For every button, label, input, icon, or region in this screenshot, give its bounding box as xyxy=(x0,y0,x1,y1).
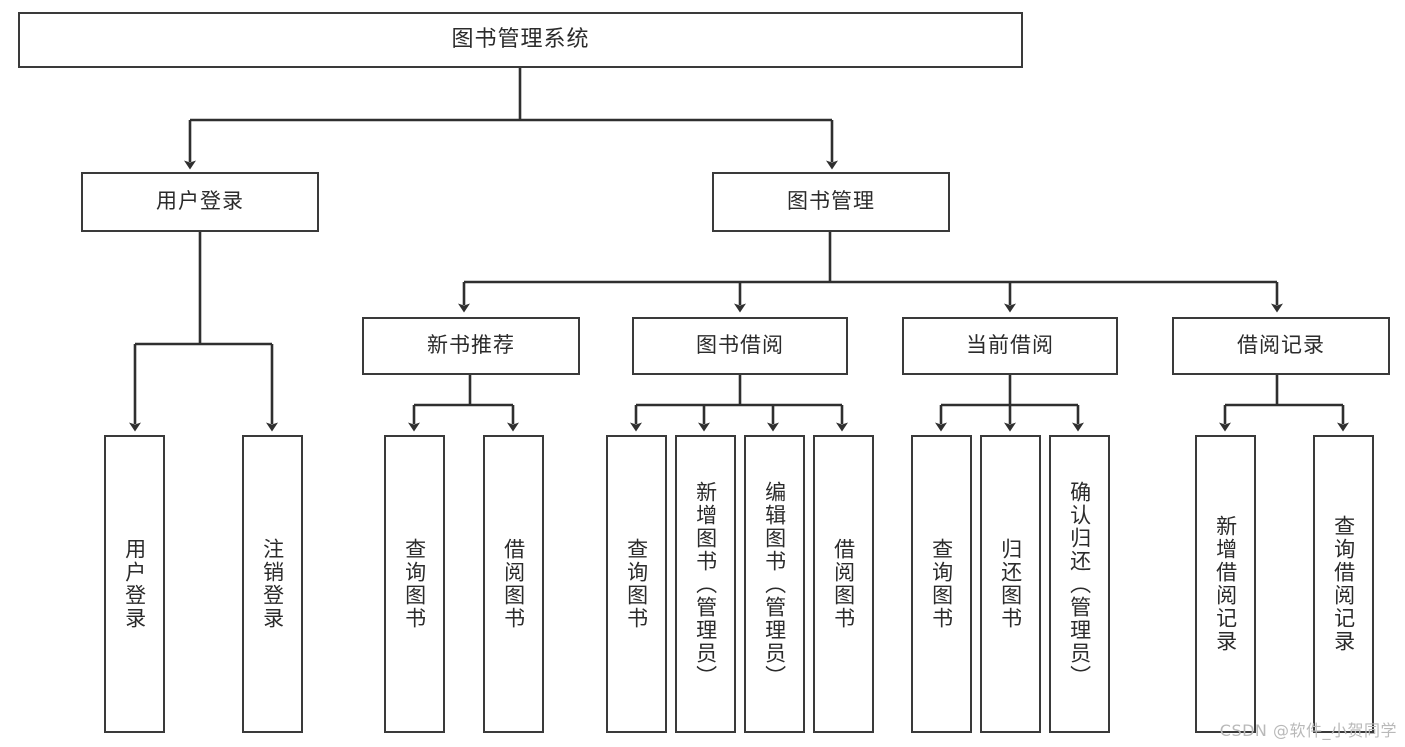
node-label: 用户登录 xyxy=(156,189,244,214)
node-label: 查询图书 xyxy=(929,538,954,630)
node-label: 编辑图书（管理员） xyxy=(762,480,787,688)
node-label: 归还图书 xyxy=(998,538,1023,630)
leaf-borrow-borrow-book[interactable]: 借阅图书 xyxy=(813,435,874,733)
leaf-borrow-edit-book-admin[interactable]: 编辑图书（管理员） xyxy=(744,435,805,733)
leaf-user-login-login[interactable]: 用户登录 xyxy=(104,435,165,733)
node-label: 借阅记录 xyxy=(1237,333,1325,358)
node-label: 查询图书 xyxy=(624,538,649,630)
leaf-borrow-add-book-admin[interactable]: 新增图书（管理员） xyxy=(675,435,736,733)
node-label: 图书管理 xyxy=(787,189,875,214)
node-label: 新增图书（管理员） xyxy=(693,480,718,688)
node-new-book-recommendation[interactable]: 新书推荐 xyxy=(362,317,580,375)
node-label: 借阅图书 xyxy=(831,538,856,630)
node-label: 查询借阅记录 xyxy=(1331,515,1356,653)
leaf-record-query-borrow-record[interactable]: 查询借阅记录 xyxy=(1313,435,1374,733)
node-current-borrowing[interactable]: 当前借阅 xyxy=(902,317,1118,375)
node-label: 当前借阅 xyxy=(966,333,1054,358)
node-book-management[interactable]: 图书管理 xyxy=(712,172,950,232)
node-borrow-records[interactable]: 借阅记录 xyxy=(1172,317,1390,375)
node-label: 新增借阅记录 xyxy=(1213,515,1238,653)
leaf-user-login-logout[interactable]: 注销登录 xyxy=(242,435,303,733)
node-book-borrowing[interactable]: 图书借阅 xyxy=(632,317,848,375)
leaf-current-return-book[interactable]: 归还图书 xyxy=(980,435,1041,733)
leaf-new-book-borrow[interactable]: 借阅图书 xyxy=(483,435,544,733)
node-label: 图书借阅 xyxy=(696,333,784,358)
node-label: 查询图书 xyxy=(402,538,427,630)
node-label: 图书管理系统 xyxy=(451,26,590,52)
node-root-book-management-system[interactable]: 图书管理系统 xyxy=(18,12,1023,68)
node-label: 注销登录 xyxy=(260,538,285,630)
leaf-new-book-query[interactable]: 查询图书 xyxy=(384,435,445,733)
leaf-borrow-query-book[interactable]: 查询图书 xyxy=(606,435,667,733)
node-label: 确认归还（管理员） xyxy=(1067,480,1092,688)
node-label: 新书推荐 xyxy=(427,333,515,358)
node-label: 用户登录 xyxy=(122,538,147,630)
node-user-login[interactable]: 用户登录 xyxy=(81,172,319,232)
csdn-watermark: CSDN @软件_小贺同学 xyxy=(1219,721,1397,740)
node-label: 借阅图书 xyxy=(501,538,526,630)
leaf-record-add-borrow-record[interactable]: 新增借阅记录 xyxy=(1195,435,1256,733)
leaf-current-confirm-return-admin[interactable]: 确认归还（管理员） xyxy=(1049,435,1110,733)
leaf-current-query-book[interactable]: 查询图书 xyxy=(911,435,972,733)
